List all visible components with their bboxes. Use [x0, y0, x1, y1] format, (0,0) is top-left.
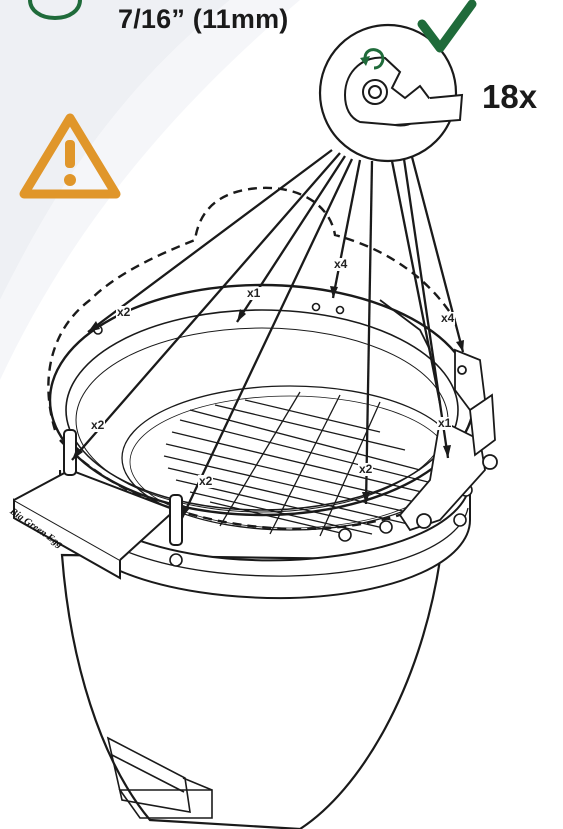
- quantity-label: x2: [358, 462, 374, 476]
- lower-band: [59, 469, 471, 600]
- warning-triangle-icon: [19, 113, 121, 199]
- dome-outline-dashed: [47, 186, 457, 431]
- quantity-label: x2: [90, 418, 106, 432]
- checkmark-icon: [417, 0, 477, 53]
- bottom-vent: [106, 736, 213, 819]
- tool-size-label: 7/16” (11mm): [118, 4, 289, 34]
- hinge-assembly: [379, 299, 498, 532]
- leader-line: [364, 160, 374, 505]
- background-swoosh: [0, 0, 230, 300]
- rotate-clockwise-icon: [363, 48, 385, 70]
- quantity-label: x4: [440, 311, 456, 325]
- leader-line: [180, 158, 354, 519]
- quantity-label: x2: [198, 474, 214, 488]
- wrench-icon: [343, 56, 464, 127]
- quantity-label: x1: [437, 416, 453, 430]
- quantity-label: x4: [333, 257, 349, 271]
- quantity-label: x2: [116, 305, 132, 319]
- leader-line: [390, 160, 442, 404]
- leader-line: [402, 158, 450, 459]
- front-handle: [13, 429, 183, 580]
- leader-line: [87, 149, 333, 333]
- leader-line: [71, 152, 341, 461]
- grill-rim-inner: [65, 309, 459, 511]
- leader-line: [331, 159, 362, 299]
- leader-arrowheads: [72, 286, 464, 518]
- background-swoosh-outer: [0, 0, 300, 380]
- quantity-label: x1: [246, 286, 262, 300]
- bolt-count-label: 18x: [482, 78, 538, 115]
- green-step-circle: [28, 0, 82, 21]
